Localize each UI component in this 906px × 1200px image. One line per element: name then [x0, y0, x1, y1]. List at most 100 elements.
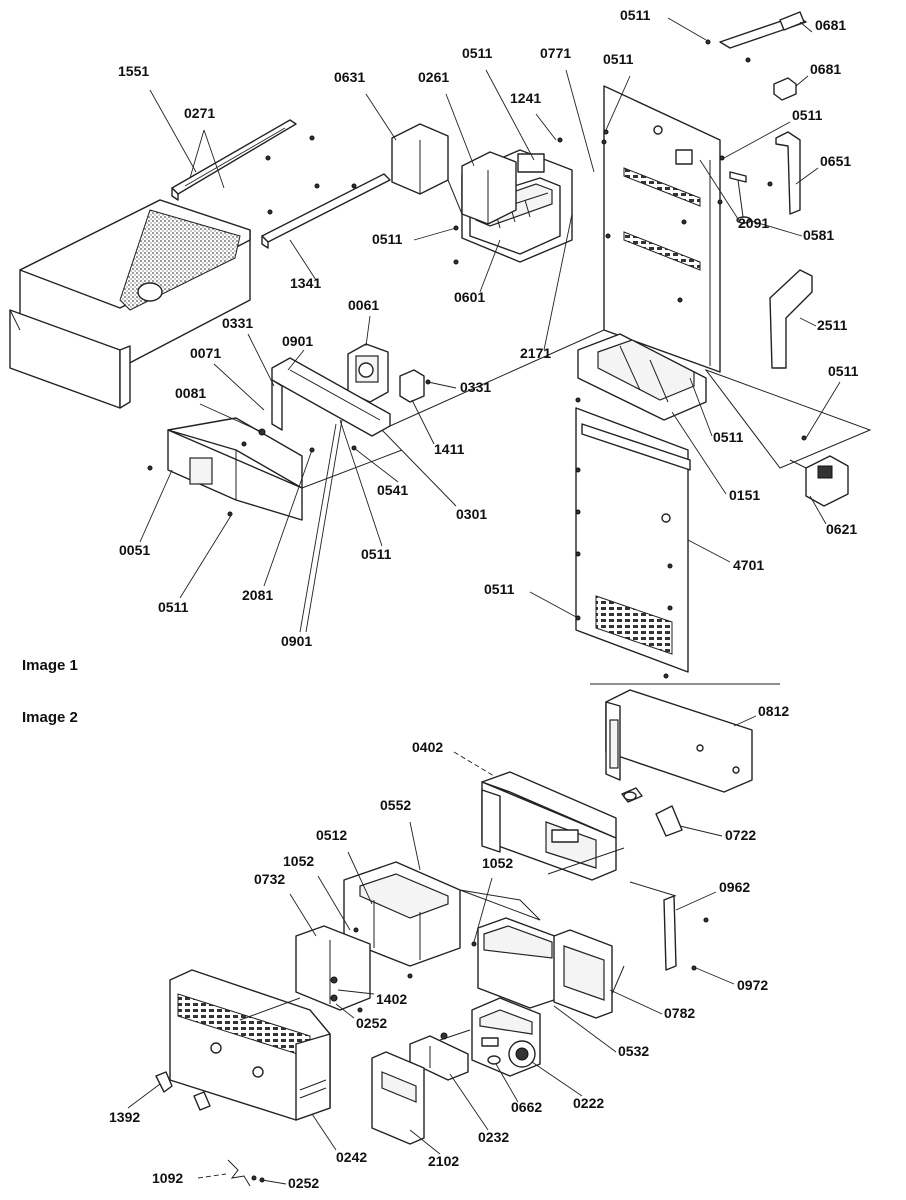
housing-0402 — [481, 771, 617, 881]
part-callout-0331: 0331 — [460, 379, 491, 395]
part-callout-1402: 1402 — [376, 991, 407, 1007]
bracket-0732 — [295, 925, 371, 1011]
part-callout-0901: 0901 — [282, 333, 313, 349]
chute-0532 — [477, 917, 561, 1009]
bracket-0681 — [719, 11, 807, 101]
part-callout-0061: 0061 — [348, 297, 379, 313]
part-callout-0621: 0621 — [826, 521, 857, 537]
control-board — [603, 85, 721, 373]
part-callout-0651: 0651 — [820, 153, 851, 169]
part-callout-0402: 0402 — [412, 739, 443, 755]
part-0621 — [789, 455, 849, 507]
bar-0962 — [629, 881, 677, 971]
part-callout-0151: 0151 — [729, 487, 760, 503]
frame-0552 — [343, 861, 541, 967]
part-callout-0962: 0962 — [719, 879, 750, 895]
part-callout-1392: 1392 — [109, 1109, 140, 1125]
part-callout-1052: 1052 — [482, 855, 513, 871]
part-callout-4701: 4701 — [733, 557, 764, 573]
leaders-image-2 — [127, 715, 757, 1185]
part-callout-0771: 0771 — [540, 45, 571, 61]
image-1-parts — [9, 11, 872, 679]
part-callout-0681: 0681 — [815, 17, 846, 33]
part-callout-1411: 1411 — [434, 441, 465, 457]
part-callout-0261: 0261 — [418, 69, 449, 85]
screws-image-1 — [147, 39, 807, 679]
part-callout-0242: 0242 — [336, 1149, 367, 1165]
part-callout-2081: 2081 — [242, 587, 273, 603]
section-label-image-1: Image 1 — [22, 657, 78, 674]
callout-labels: 0511 0681 0681 1551 0631 0261 0511 0771 0511 0271… — [109, 7, 859, 1191]
part-callout-1092: 1092 — [152, 1170, 183, 1186]
part-callout-0252: 0252 — [356, 1015, 387, 1031]
part-callout-0511: 0511 — [792, 107, 823, 123]
part-callout-0681: 0681 — [810, 61, 841, 77]
part-callout-0532: 0532 — [618, 1043, 649, 1059]
spacers-0722 — [621, 787, 683, 837]
part-callout-0511: 0511 — [462, 45, 493, 61]
image-2-parts — [127, 683, 780, 1187]
rail-0271 — [171, 119, 297, 201]
part-callout-0271: 0271 — [184, 105, 215, 121]
part-callout-2102: 2102 — [428, 1153, 459, 1169]
bracket-0901 — [271, 357, 391, 437]
part-callout-0631: 0631 — [334, 69, 365, 85]
part-callout-0722: 0722 — [725, 827, 756, 843]
part-callout-0511: 0511 — [603, 51, 634, 67]
part-callout-0511: 0511 — [372, 231, 403, 247]
cover-0051 — [167, 417, 303, 521]
part-callout-1551: 1551 — [118, 63, 149, 79]
part-callout-0541: 0541 — [377, 482, 408, 498]
part-callout-0511: 0511 — [158, 599, 189, 615]
part-callout-0511: 0511 — [828, 363, 859, 379]
part-callout-0222: 0222 — [573, 1095, 604, 1111]
part-callout-0552: 0552 — [380, 797, 411, 813]
cover-0631 — [391, 123, 449, 195]
spring-1092 — [227, 1159, 265, 1187]
part-callout-0972: 0972 — [737, 977, 768, 993]
bar-2511 — [769, 269, 813, 369]
part-callout-0051: 0051 — [119, 542, 150, 558]
part-callout-2091: 2091 — [738, 215, 769, 231]
part-callout-0232: 0232 — [478, 1129, 509, 1145]
part-callout-0782: 0782 — [664, 1005, 695, 1021]
part-callout-0511: 0511 — [361, 546, 392, 562]
part-callout-2511: 2511 — [817, 317, 848, 333]
part-callout-1341: 1341 — [290, 275, 321, 291]
part-callout-1052: 1052 — [283, 853, 314, 869]
ice-bin — [9, 199, 251, 409]
panel-0242 — [169, 969, 331, 1121]
section-label-image-2: Image 2 — [22, 709, 78, 726]
tray-0151 — [577, 333, 872, 469]
part-callout-0252: 0252 — [288, 1175, 319, 1191]
part-callout-2171: 2171 — [520, 345, 551, 361]
motor-0222 — [471, 997, 541, 1077]
part-callout-0301: 0301 — [456, 506, 487, 522]
part-callout-0601: 0601 — [454, 289, 485, 305]
part-callout-0511: 0511 — [484, 581, 515, 597]
part-callout-0071: 0071 — [190, 345, 221, 361]
part-callout-0512: 0512 — [316, 827, 347, 843]
panel-4701 — [575, 407, 691, 673]
part-callout-0081: 0081 — [175, 385, 206, 401]
part-callout-1241: 1241 — [510, 90, 541, 106]
leaders-image-1 — [139, 17, 841, 633]
clip-1392 — [155, 1071, 211, 1111]
part-callout-0732: 0732 — [254, 871, 285, 887]
bracket-0812 — [605, 689, 753, 793]
part-callout-0511: 0511 — [713, 429, 744, 445]
pin-2091 — [729, 171, 752, 225]
connector-1411 — [399, 369, 425, 403]
part-callout-0331: 0331 — [222, 315, 253, 331]
bar-0651 — [775, 131, 801, 215]
frame-0782 — [553, 929, 613, 1019]
part-callout-0581: 0581 — [803, 227, 834, 243]
rail-1341 — [261, 173, 391, 249]
plate-2102 — [371, 1051, 425, 1145]
part-callout-0812: 0812 — [758, 703, 789, 719]
cover-0261 — [461, 151, 517, 225]
screws-image-2 — [251, 917, 709, 1181]
part-callout-0511: 0511 — [620, 7, 651, 23]
gear-0662 — [439, 1029, 501, 1065]
